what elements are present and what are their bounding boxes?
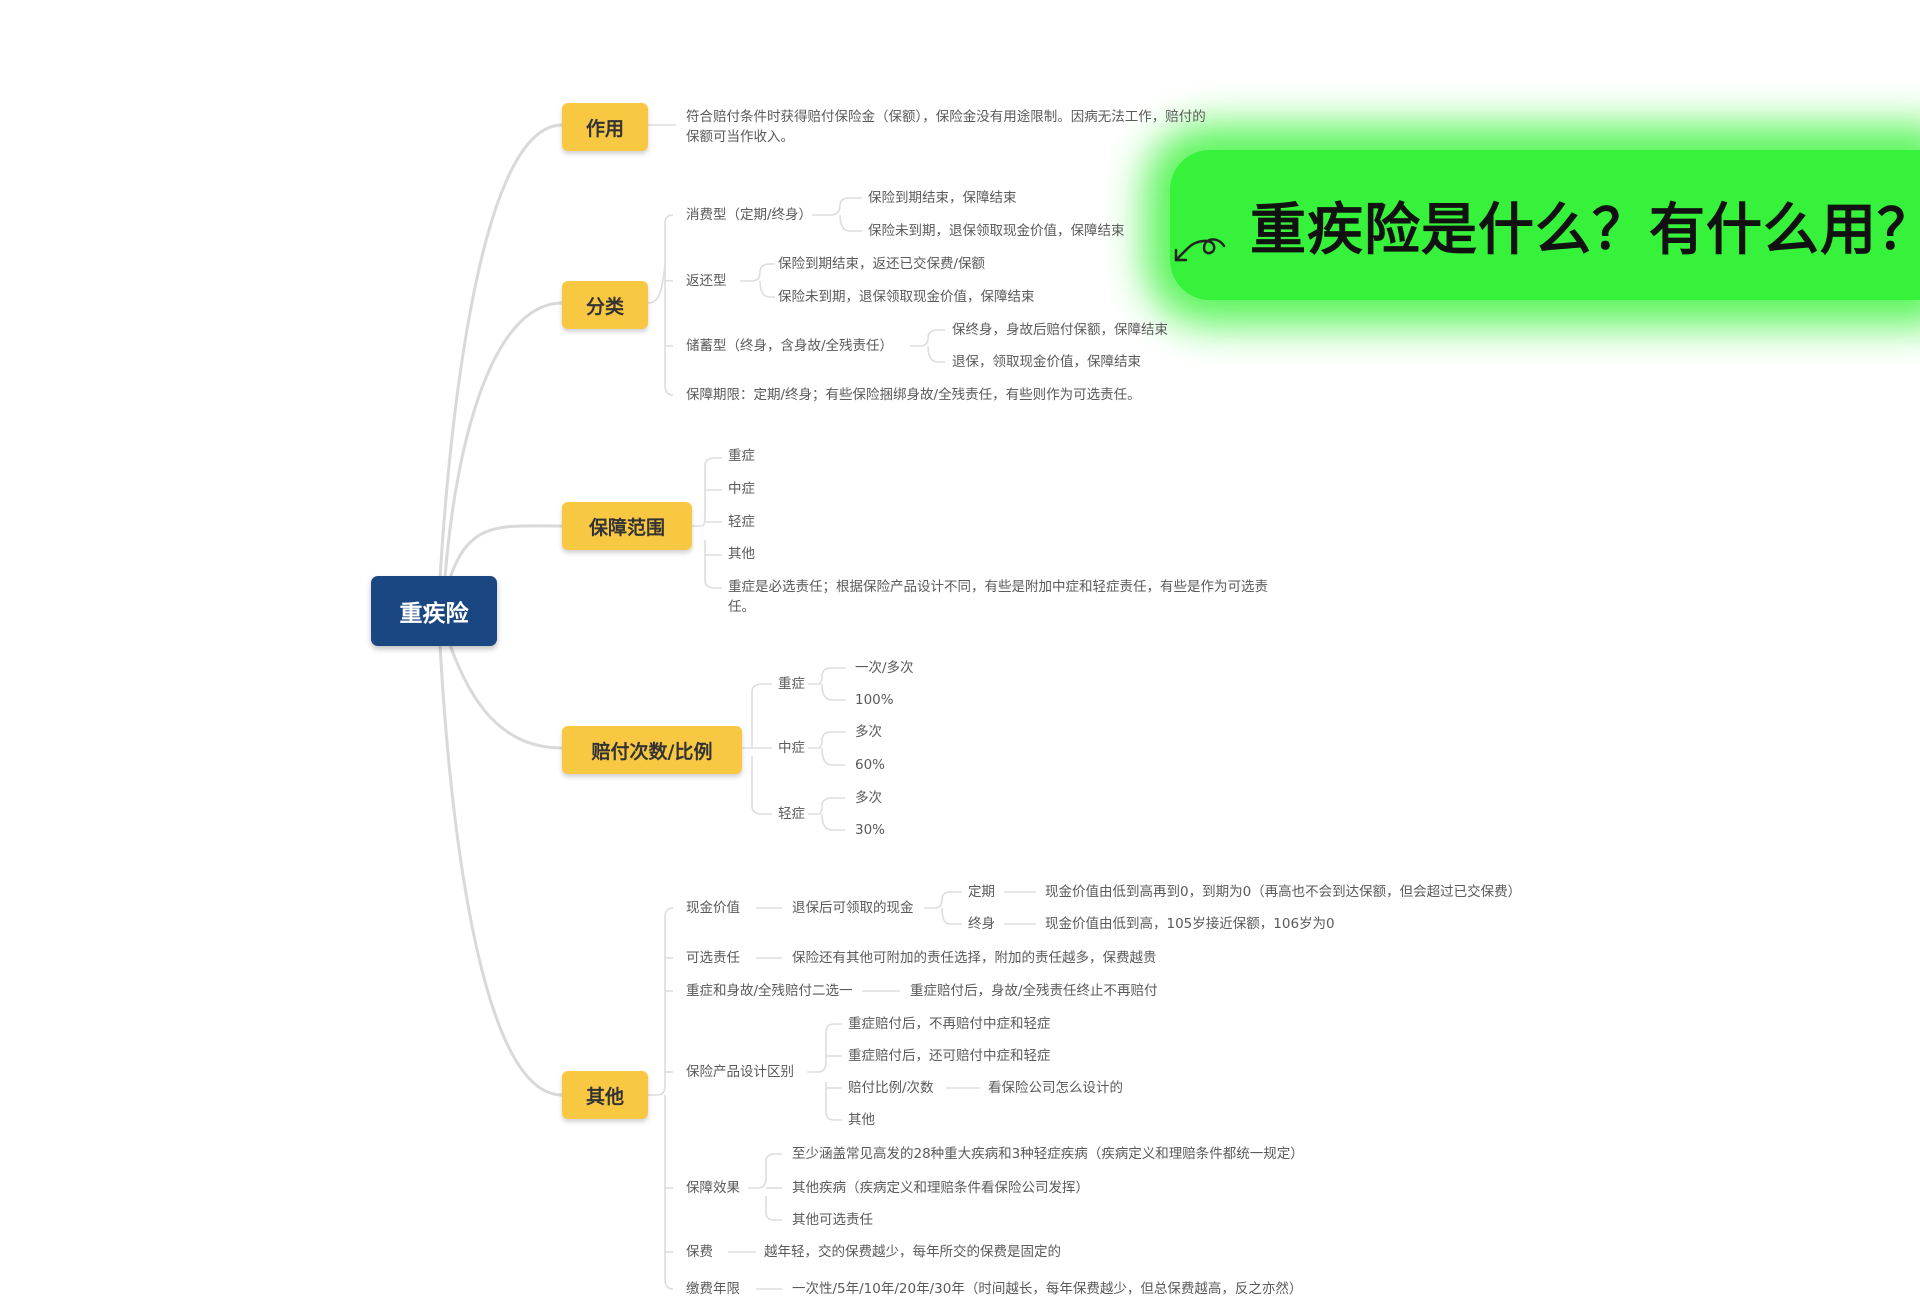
category-classification: 分类 [562,281,648,329]
scope-item: 其他 [728,546,755,562]
payout-mild-b: 30% [855,822,886,838]
class-consume-b: 保险未到期，退保领取现金价值，保障结束 [868,223,1125,239]
others-cash-desc: 退保后可领取的现金 [792,900,914,916]
others-design-label: 保险产品设计区别 [686,1064,794,1080]
others-period-desc: 一次性/5年/10年/20年/30年（时间越长，每年保费越少，但总保费越高，反之… [792,1281,1303,1297]
others-premium-label: 保费 [686,1244,713,1260]
scope-item: 中症 [728,481,755,497]
others-either-desc: 重症赔付后，身故/全残责任终止不再赔付 [910,983,1158,999]
class-saving-label: 储蓄型（终身，含身故/全残责任） [686,338,894,354]
others-cash-life-label: 终身 [968,916,995,932]
others-design-c-desc: 看保险公司怎么设计的 [988,1080,1123,1096]
category-effect: 作用 [562,103,648,151]
payout-severe-b: 100% [855,692,894,708]
category-label: 赔付次数/比例 [591,740,713,763]
effect-text: 符合赔付条件时获得赔付保险金（保额），保险金没有用途限制。因病无法工作，赔付的保… [686,109,1206,145]
class-refund-label: 返还型 [686,273,727,289]
class-consume-a: 保险到期结束，保障结束 [868,190,1017,206]
category-payout: 赔付次数/比例 [562,726,742,774]
page-title: 重疾险是什么？有什么用？ [1250,197,1920,263]
payout-mild-a: 多次 [855,790,882,806]
category-label: 保障范围 [588,516,665,539]
others-either-label: 重症和身故/全残赔付二选一 [686,983,853,999]
others-effect-a: 至少涵盖常见高发的28种重大疾病和3种轻症疾病（疾病定义和理赔条件都统一规定） [792,1146,1304,1162]
others-effect-label: 保障效果 [686,1180,740,1196]
root-label: 重疾险 [399,601,469,627]
others-cash-term-label: 定期 [968,884,995,900]
category-scope: 保障范围 [562,502,692,550]
others-cash-label: 现金价值 [686,900,740,916]
title-banner: 重疾险是什么？有什么用？ [1170,150,1920,300]
scope-item: 轻症 [728,514,755,530]
scope-item: 重症 [728,448,755,464]
class-refund-b: 保险未到期，退保领取现金价值，保障结束 [778,289,1035,305]
others-premium-desc: 越年轻，交的保费越少，每年所交的保费是固定的 [764,1244,1061,1260]
payout-severe-a: 一次/多次 [855,660,914,676]
root-node: 重疾险 [371,576,497,646]
category-label: 分类 [585,295,624,318]
category-others: 其他 [562,1071,648,1119]
payout-moderate-a: 多次 [855,724,882,740]
others-period-label: 缴费年限 [686,1281,740,1297]
class-saving-b: 退保，领取现金价值，保障结束 [952,354,1141,370]
class-note: 保障期限：定期/终身；有些保险捆绑身故/全残责任，有些则作为可选责任。 [686,387,1141,403]
others-design-b: 重症赔付后，还可赔付中症和轻症 [848,1048,1051,1064]
class-consume-label: 消费型（定期/终身） [686,207,813,223]
others-optional-label: 可选责任 [686,950,740,966]
curly-arrow-icon [1174,238,1226,262]
others-design-a: 重症赔付后，不再赔付中症和轻症 [848,1016,1051,1032]
others-design-c: 赔付比例/次数 [848,1080,934,1096]
category-label: 其他 [585,1085,624,1108]
others-effect-c: 其他可选责任 [792,1212,873,1228]
class-refund-a: 保险到期结束，返还已交保费/保额 [778,256,986,272]
payout-moderate-b: 60% [855,757,886,773]
others-effect-b: 其他疾病（疾病定义和理赔条件看保险公司发挥） [792,1180,1089,1196]
scope-note: 重症是必选责任；根据保险产品设计不同，有些是附加中症和轻症责任，有些是作为可选责… [728,579,1268,615]
payout-moderate-label: 中症 [778,740,805,756]
payout-severe-label: 重症 [778,676,805,692]
others-design-d: 其他 [848,1112,875,1128]
class-saving-a: 保终身，身故后赔付保额，保障结束 [952,322,1168,338]
others-cash-term-desc: 现金价值由低到高再到0，到期为0（再高也不会到达保额，但会超过已交保费） [1045,884,1522,900]
others-cash-life-desc: 现金价值由低到高，105岁接近保额，106岁为0 [1045,916,1335,932]
others-optional-desc: 保险还有其他可附加的责任选择，附加的责任越多，保费越贵 [792,950,1157,966]
category-label: 作用 [585,117,624,140]
payout-mild-label: 轻症 [778,806,805,822]
